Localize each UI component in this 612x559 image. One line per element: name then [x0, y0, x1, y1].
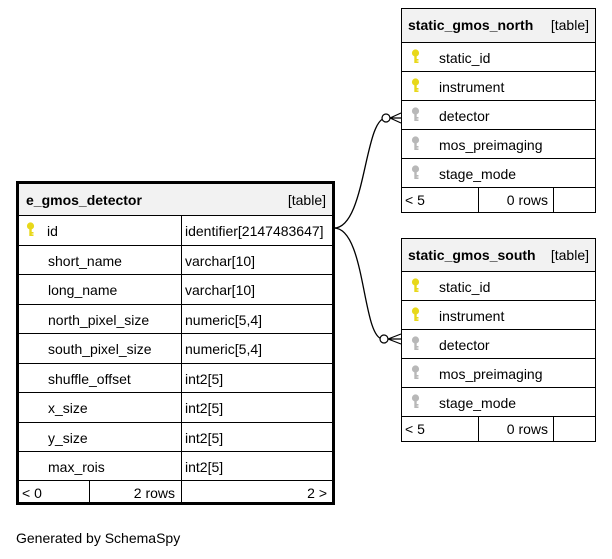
column-name: y_size: [48, 429, 88, 446]
parents-count[interactable]: < 5: [405, 192, 425, 208]
table-type-label: [table]: [550, 247, 589, 263]
column-name: stage_mode: [439, 166, 517, 182]
foreign-key-icon: [411, 136, 420, 155]
column-name: mos_preimaging: [439, 366, 543, 382]
column-name: detector: [439, 108, 490, 124]
relationship-crowfoot-north: [389, 112, 402, 124]
table-row[interactable]: detector: [402, 329, 595, 358]
primary-key-icon: [411, 49, 420, 68]
table-header: e_gmos_detector [table]: [19, 184, 332, 215]
primary-key-icon: [26, 222, 35, 241]
table-row[interactable]: north_pixel_size numeric[5,4]: [19, 303, 332, 333]
foreign-key-icon: [411, 394, 420, 413]
column-type: int2[5]: [185, 429, 224, 446]
row-count: 0 rows: [506, 421, 548, 437]
relationship-optional-marker-north: [381, 113, 391, 123]
column-name: mos_preimaging: [439, 137, 543, 153]
table-name: static_gmos_south: [408, 247, 536, 263]
column-name: id: [47, 223, 58, 239]
primary-key-icon: [411, 307, 420, 326]
column-type: numeric[5,4]: [185, 311, 263, 328]
foreign-key-icon: [411, 336, 420, 355]
table-footer: < 5 0 rows: [402, 187, 595, 212]
table-row[interactable]: instrument: [402, 300, 595, 329]
table-type-label: [table]: [287, 192, 326, 208]
column-name: static_id: [439, 50, 491, 66]
table-name: e_gmos_detector: [26, 192, 142, 208]
table-row[interactable]: static_id: [402, 42, 595, 71]
table-row[interactable]: id identifier[2147483647]: [19, 215, 332, 245]
column-name: x_size: [48, 400, 88, 416]
column-name: north_pixel_size: [48, 311, 150, 328]
table-type-label: [table]: [550, 17, 589, 33]
column-name: stage_mode: [439, 395, 517, 411]
table-row[interactable]: shuffle_offset int2[5]: [19, 362, 332, 392]
table-row[interactable]: static_id: [402, 271, 595, 300]
foreign-key-icon: [411, 365, 420, 384]
column-name: instrument: [439, 308, 505, 324]
table-footer: < 0 2 rows 2 >: [19, 480, 332, 505]
relationship-crowfoot-south: [387, 333, 402, 345]
foreign-key-icon: [411, 107, 420, 126]
column-type: varchar[10]: [185, 252, 256, 269]
column-name: long_name: [48, 282, 118, 298]
table-row[interactable]: south_pixel_size numeric[5,4]: [19, 333, 332, 363]
table-name: static_gmos_north: [408, 17, 534, 33]
relationship-optional-marker-south: [379, 334, 389, 344]
row-count: 2 rows: [133, 485, 175, 501]
column-name: static_id: [439, 279, 491, 295]
table-row[interactable]: detector: [402, 100, 595, 129]
table-row[interactable]: stage_mode: [402, 158, 595, 187]
table-footer: < 5 0 rows: [402, 416, 595, 441]
parents-count[interactable]: < 0: [22, 485, 42, 501]
primary-key-icon: [411, 278, 420, 297]
column-name: short_name: [48, 252, 122, 269]
primary-key-icon: [411, 78, 420, 97]
table-row[interactable]: short_name varchar[10]: [19, 244, 332, 274]
table-header: static_gmos_south [table]: [402, 239, 595, 271]
row-count: 0 rows: [506, 192, 548, 208]
relationship-line-north: [333, 117, 387, 229]
table-row[interactable]: mos_preimaging: [402, 358, 595, 387]
column-type: varchar[10]: [185, 282, 256, 298]
column-type: identifier[2147483647]: [185, 223, 324, 239]
column-type: numeric[5,4]: [185, 341, 263, 357]
table-row[interactable]: x_size int2[5]: [19, 392, 332, 422]
foreign-key-icon: [411, 165, 420, 184]
table-row[interactable]: y_size int2[5]: [19, 421, 332, 451]
children-count[interactable]: 2 >: [307, 485, 327, 501]
column-type: int2[5]: [185, 400, 224, 416]
table-row[interactable]: instrument: [402, 71, 595, 100]
generated-by-label: Generated by SchemaSpy: [16, 530, 181, 546]
table-header: static_gmos_north [table]: [402, 9, 595, 42]
table-row[interactable]: max_rois int2[5]: [19, 451, 332, 481]
column-type: int2[5]: [185, 459, 224, 475]
table-row[interactable]: mos_preimaging: [402, 129, 595, 158]
column-type: int2[5]: [185, 370, 224, 387]
table-e-gmos-detector[interactable]: e_gmos_detector [table] id identifier[214…: [16, 181, 335, 505]
parents-count[interactable]: < 5: [405, 421, 425, 437]
column-name: detector: [439, 337, 490, 353]
column-name: south_pixel_size: [48, 341, 152, 357]
table-row[interactable]: long_name varchar[10]: [19, 274, 332, 304]
column-name: shuffle_offset: [48, 370, 131, 387]
column-name: instrument: [439, 79, 505, 95]
relationship-line-south: [333, 227, 384, 340]
column-name: max_rois: [48, 459, 105, 475]
table-row[interactable]: stage_mode: [402, 387, 595, 416]
